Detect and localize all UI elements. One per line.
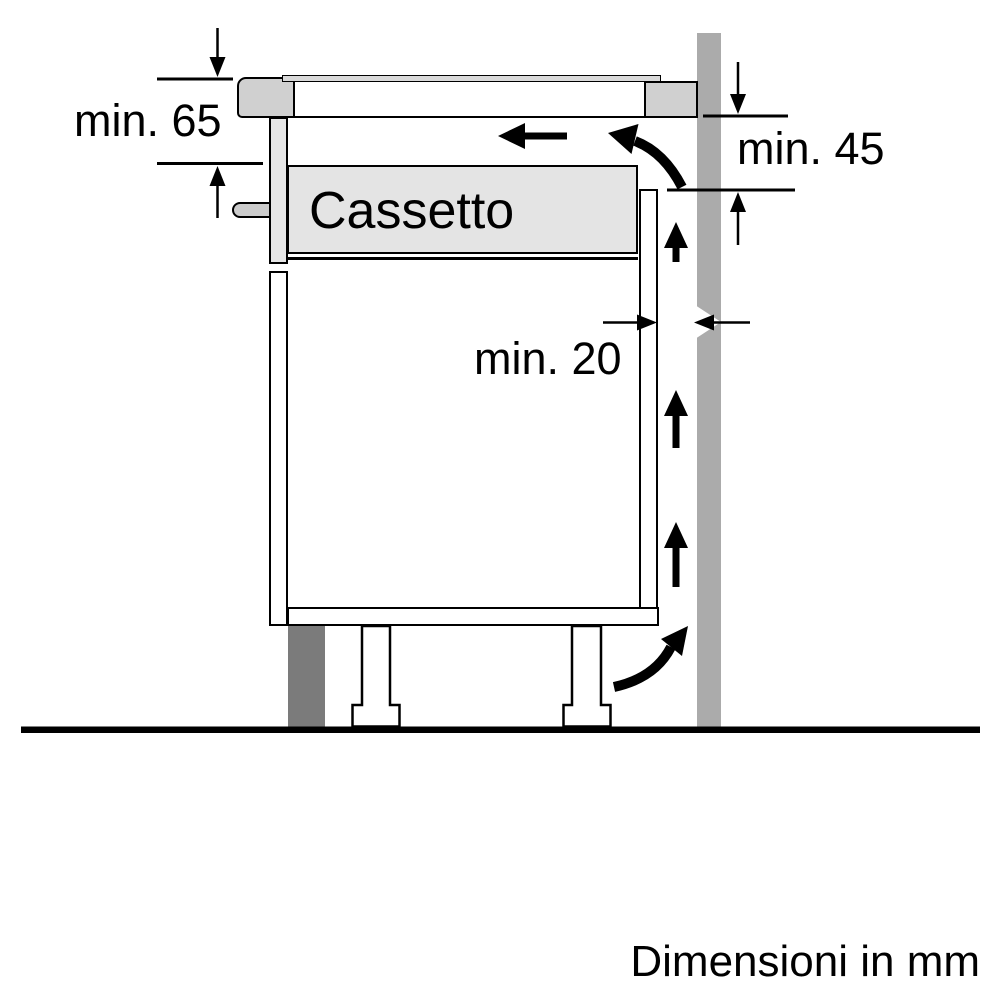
plinth bbox=[288, 626, 325, 727]
cabinet-door-panel bbox=[269, 271, 288, 626]
drawer-front-panel bbox=[269, 116, 288, 264]
wall-section bbox=[697, 33, 721, 727]
drawer-label: Cassetto bbox=[309, 182, 515, 240]
dim45-up-arrowhead bbox=[730, 192, 746, 212]
dim45-label: min. 45 bbox=[737, 123, 885, 174]
dim20-label: min. 20 bbox=[474, 333, 622, 384]
airflow-up-arrow-shaft-1 bbox=[672, 247, 680, 262]
hob-glass-top bbox=[282, 75, 661, 82]
airflow-up-arrowhead-2 bbox=[664, 390, 688, 416]
airflow-up-arrowhead-1 bbox=[664, 222, 688, 248]
dim45-down-arrowhead bbox=[730, 94, 746, 114]
airflow-left-arrowhead bbox=[498, 123, 525, 149]
cabinet-leg-right bbox=[562, 624, 612, 728]
units-note: Dimensioni in mm bbox=[630, 937, 980, 986]
drawer-box: Cassetto bbox=[287, 165, 638, 254]
worktop-rear-section bbox=[644, 80, 698, 118]
floor-line bbox=[21, 726, 980, 733]
airflow-curve-bottom bbox=[612, 644, 676, 692]
airflow-left-arrow-shaft bbox=[525, 132, 567, 140]
airflow-up-arrow-shaft-3 bbox=[672, 547, 680, 587]
dim65-label: min. 65 bbox=[74, 95, 222, 146]
airflow-up-arrowhead-3 bbox=[664, 522, 688, 548]
drawer-handle bbox=[232, 201, 271, 218]
airflow-up-arrow-shaft-2 bbox=[672, 415, 680, 448]
cabinet-back-panel bbox=[639, 189, 658, 609]
hob-body bbox=[293, 79, 646, 118]
cabinet-leg-left bbox=[351, 624, 401, 728]
airflow-curve-bottom-arrowhead bbox=[661, 626, 688, 656]
worktop-front-edge bbox=[237, 77, 295, 118]
cabinet-bottom-panel bbox=[287, 606, 659, 626]
dim65-up-arrowhead bbox=[209, 166, 226, 186]
airflow-curve-top-arrowhead bbox=[608, 124, 639, 154]
dim65-down-arrowhead bbox=[209, 57, 226, 77]
airflow-curve-top bbox=[633, 136, 687, 190]
